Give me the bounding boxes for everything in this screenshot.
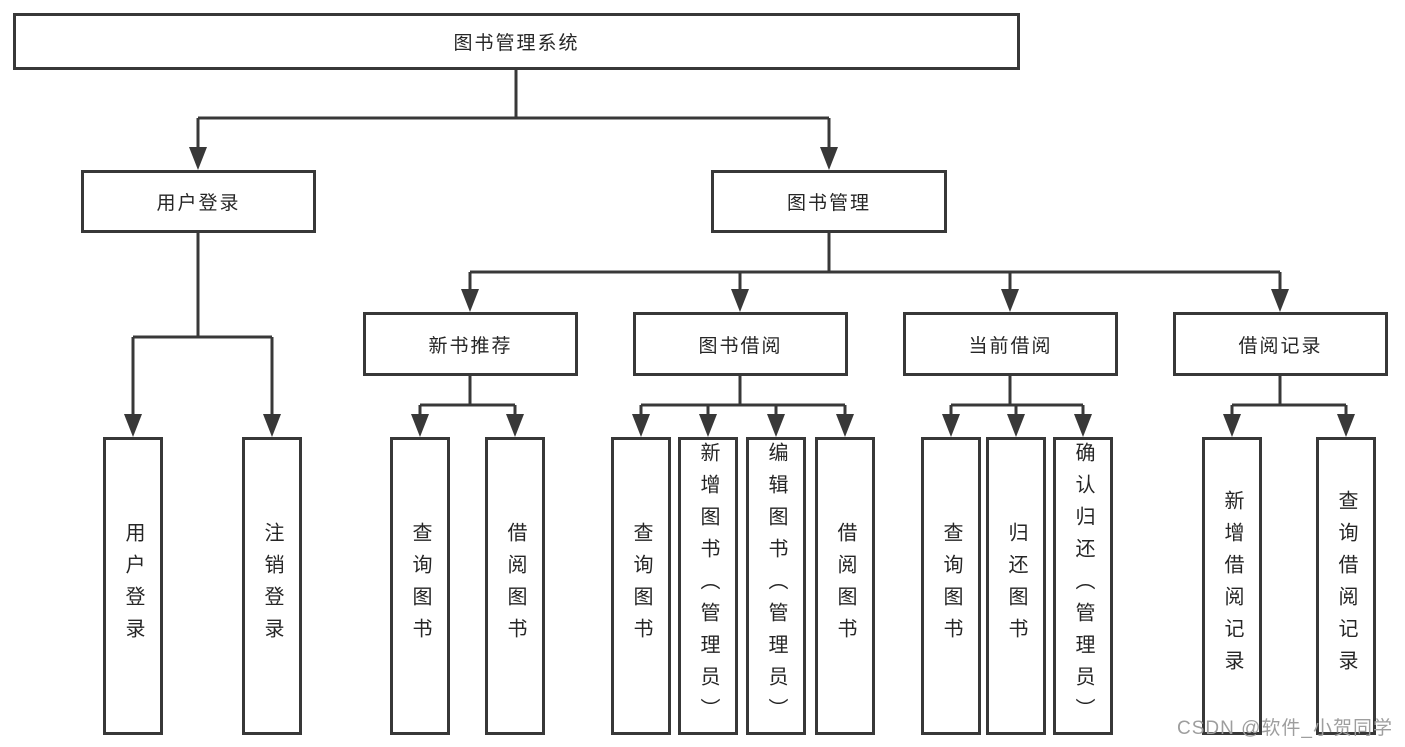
- arrowhead: [1337, 414, 1355, 437]
- arrowhead: [632, 414, 650, 437]
- node-label: 新书推荐: [428, 335, 513, 357]
- arrowhead: [1074, 414, 1092, 437]
- node-label: 借阅记录: [1238, 335, 1323, 357]
- node-label: 查询图书: [409, 522, 431, 650]
- node-label: 图书管理系统: [453, 33, 580, 54]
- node-book-borrow: 图书借阅: [633, 312, 848, 376]
- arrowhead: [411, 414, 429, 437]
- arrowhead: [731, 289, 749, 312]
- leaf-query-borrow-record: 查询借阅记录: [1316, 437, 1376, 735]
- leaf-return-book: 归还图书: [986, 437, 1046, 735]
- node-label: 借阅图书: [504, 522, 526, 650]
- node-label: 注销登录: [261, 522, 283, 650]
- arrowhead: [1007, 414, 1025, 437]
- node-borrow-record: 借阅记录: [1173, 312, 1388, 376]
- leaf-confirm-return-admin: 确认归还（管理员）: [1053, 437, 1113, 735]
- node-current-borrow: 当前借阅: [903, 312, 1118, 376]
- leaf-add-borrow-record: 新增借阅记录: [1202, 437, 1262, 735]
- arrowhead: [1001, 289, 1019, 312]
- arrowhead: [820, 147, 838, 170]
- leaf-query-book-1: 查询图书: [390, 437, 450, 735]
- node-label: 归还图书: [1005, 522, 1027, 650]
- leaf-borrow-book-2: 借阅图书: [815, 437, 875, 735]
- node-label: 用户登录: [122, 522, 144, 650]
- arrowhead: [461, 289, 479, 312]
- arrowhead: [263, 414, 281, 437]
- node-label: 查询图书: [630, 522, 652, 650]
- arrowhead: [124, 414, 142, 437]
- node-label: 借阅图书: [834, 522, 856, 650]
- node-label: 用户登录: [156, 193, 241, 214]
- arrowhead: [1223, 414, 1241, 437]
- node-label: 新增图书（管理员）: [697, 442, 719, 730]
- node-label: 图书管理: [786, 193, 871, 214]
- node-book-management: 图书管理: [711, 170, 947, 233]
- leaf-edit-book-admin: 编辑图书（管理员）: [746, 437, 806, 735]
- node-user-login: 用户登录: [81, 170, 316, 233]
- leaf-user-login: 用户登录: [103, 437, 163, 735]
- node-label: 图书借阅: [698, 335, 783, 357]
- arrowheads: [124, 147, 1355, 437]
- node-new-book-recommend: 新书推荐: [363, 312, 578, 376]
- watermark: CSDN @软件_小贺同学: [1177, 718, 1393, 739]
- leaf-add-book-admin: 新增图书（管理员）: [678, 437, 738, 735]
- node-label: 查询图书: [940, 522, 962, 650]
- node-label: 新增借阅记录: [1221, 490, 1243, 682]
- arrowhead: [1271, 289, 1289, 312]
- node-root: 图书管理系统: [13, 13, 1020, 70]
- leaf-logout: 注销登录: [242, 437, 302, 735]
- arrowhead: [767, 414, 785, 437]
- arrowhead: [506, 414, 524, 437]
- leaf-query-book-2: 查询图书: [611, 437, 671, 735]
- node-label: 确认归还（管理员）: [1072, 442, 1094, 730]
- arrowhead: [836, 414, 854, 437]
- node-label: 查询借阅记录: [1335, 490, 1357, 682]
- node-label: 编辑图书（管理员）: [765, 442, 787, 730]
- leaf-query-book-3: 查询图书: [921, 437, 981, 735]
- leaf-borrow-book-1: 借阅图书: [485, 437, 545, 735]
- arrowhead: [189, 147, 207, 170]
- arrowhead: [942, 414, 960, 437]
- arrowhead: [699, 414, 717, 437]
- node-label: 当前借阅: [968, 335, 1053, 357]
